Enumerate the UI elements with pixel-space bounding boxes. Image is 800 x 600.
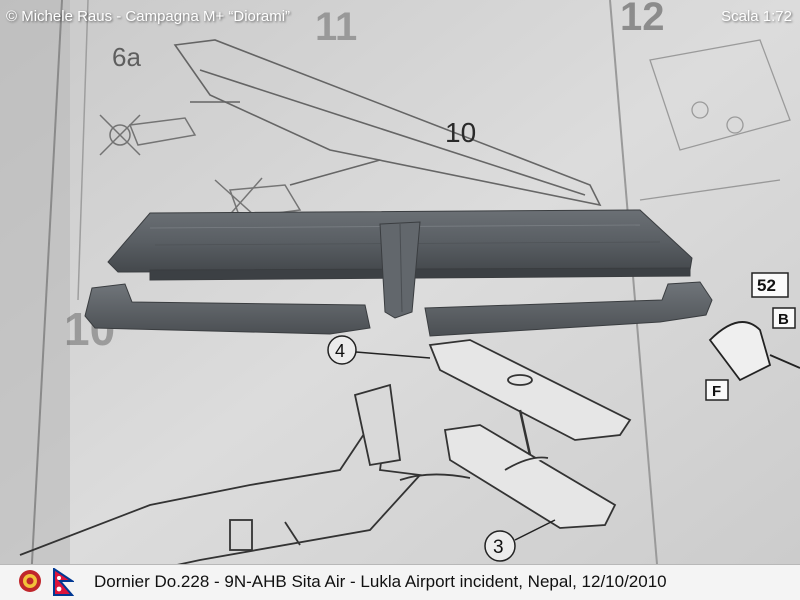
diagram-step-12: [639, 39, 791, 201]
step-label-12: 12: [620, 0, 665, 39]
svg-text:B: B: [778, 311, 789, 328]
callout-4: 4: [327, 335, 431, 365]
aileron-right: [424, 281, 713, 337]
aileron-left: [84, 283, 371, 335]
diagram-wing-3: [428, 339, 632, 529]
callout-b: B: [772, 307, 796, 329]
diagram-tail-52: [708, 321, 800, 382]
sheet-divider-2: [77, 0, 89, 301]
photo-caption: Dornier Do.228 - 9N-AHB Sita Air - Lukla…: [94, 572, 667, 591]
diagram-wing-upper: [173, 39, 602, 207]
svg-text:4: 4: [335, 341, 345, 361]
wing-assembly: [107, 209, 693, 281]
photo-credit: © Michele Raus - Campagna M+ “Diorami”: [6, 8, 291, 25]
nepal-flag-icon: [53, 568, 74, 596]
svg-text:52: 52: [757, 276, 776, 295]
caption-bar: Dornier Do.228 - 9N-AHB Sita Air - Lukla…: [0, 564, 800, 600]
club-logo-icon: [19, 570, 41, 592]
callout-f: F: [705, 379, 729, 401]
sheet-fold-left: [29, 0, 63, 600]
callout-52: 52: [751, 272, 789, 298]
diagram-fuselage: [19, 383, 471, 591]
sheet-divider: [609, 0, 661, 600]
svg-text:F: F: [712, 383, 721, 400]
step-label-6a: 6a: [112, 42, 141, 72]
step-label-11: 11: [315, 5, 357, 49]
callout-3: 3: [484, 519, 556, 562]
callout-10: 10: [445, 117, 476, 148]
scale-label: Scala 1:72: [721, 8, 792, 25]
fin-root: [379, 221, 421, 319]
svg-text:3: 3: [493, 537, 504, 558]
